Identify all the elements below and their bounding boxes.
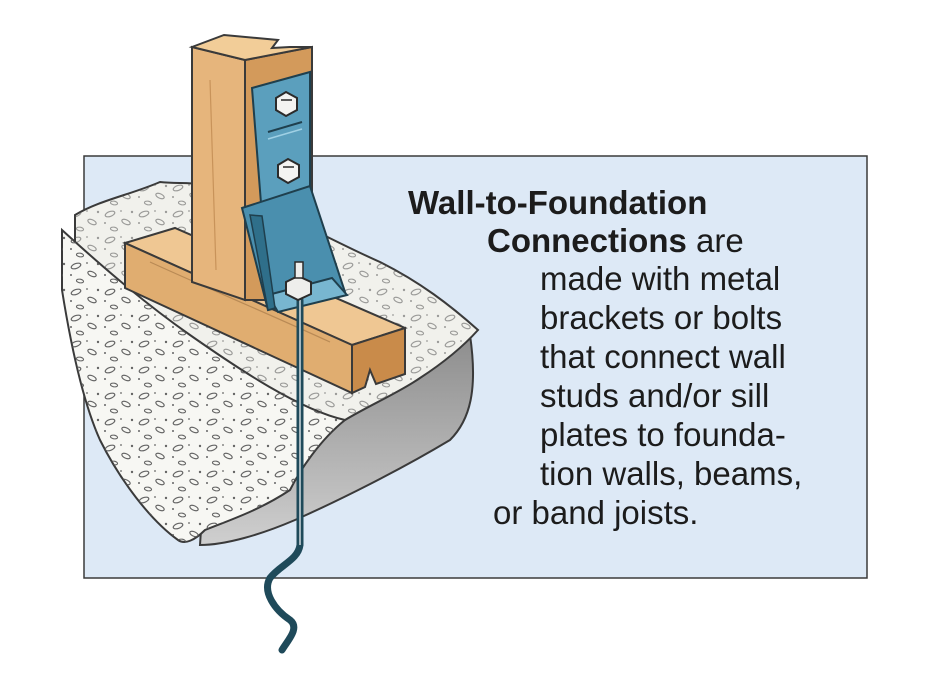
hex-bolt-lower (277, 157, 300, 185)
stud-face (191, 45, 246, 302)
hex-bolt-upper (275, 90, 298, 118)
callout-body-line: or band joists. (493, 494, 699, 531)
anchor-threads (294, 261, 304, 279)
callout-body-line: made with metal (540, 260, 781, 297)
callout-heading-1: Wall-to-Foundation (408, 184, 708, 221)
callout-line2-rest: are (686, 222, 744, 259)
anchor-nut (285, 274, 312, 302)
sill-plate-end (351, 326, 406, 395)
callout-body-line: tion walls, beams, (540, 455, 803, 492)
callout-body-line: studs and/or sill (540, 377, 770, 414)
callout-heading-line1: Wall-to-Foundation (408, 184, 707, 222)
callout-heading-2: Connections (487, 222, 687, 259)
anchor-bolt-shaft (264, 296, 304, 654)
callout-body-line: plates to founda- (540, 416, 786, 453)
callout-heading-line2: Connections are (487, 222, 744, 260)
anchor-bolt (264, 261, 312, 654)
callout-body-line: that connect wall (540, 338, 786, 375)
callout-body-line: brackets or bolts (540, 299, 783, 336)
stud-top (188, 33, 313, 62)
